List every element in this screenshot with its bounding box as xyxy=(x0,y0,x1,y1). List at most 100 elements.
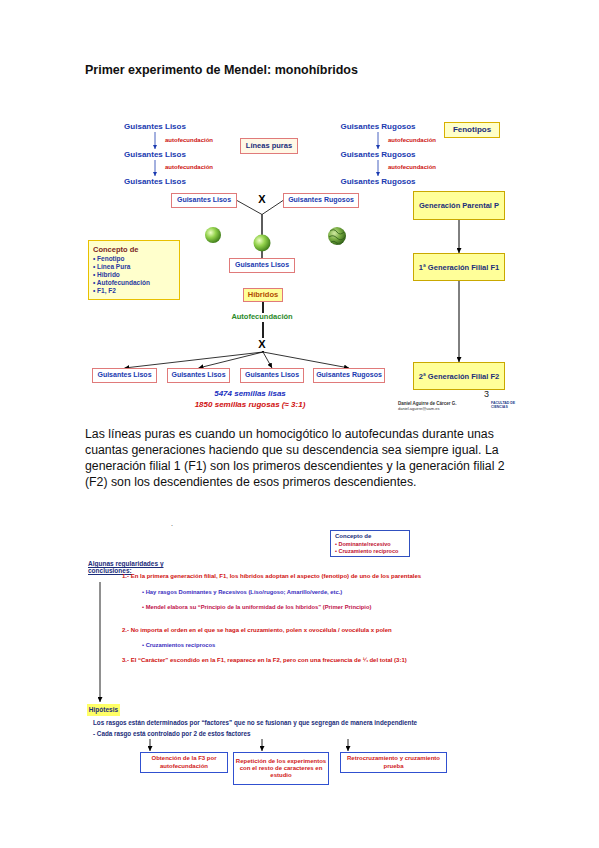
phenotype-label: Guisantes Rugosos xyxy=(328,121,428,132)
concept-box: Concepto de• Fenotipo• Línea Pura• Híbri… xyxy=(88,240,180,300)
phenotype-box: Guisantes Lisos xyxy=(171,193,237,208)
box-text: Guisantes Lisos xyxy=(124,150,186,159)
generation-box: 1ª Generación Filial F1 xyxy=(413,253,505,281)
box-text: Líneas puras xyxy=(246,142,292,151)
box-text: • Autofecundación xyxy=(93,279,150,287)
box-text: Guisantes Lisos xyxy=(124,122,186,131)
count-label: 1850 semillas rugosas (≈ 3:1) xyxy=(170,400,330,409)
connector xyxy=(155,160,156,176)
box-text: 2ª Generación Filial F2 xyxy=(419,372,499,381)
phenotype-box: Guisantes Lisos xyxy=(240,368,304,383)
pointer-arrow xyxy=(150,739,151,751)
box-text: Guisantes Lisos xyxy=(235,261,289,269)
box-text: Hipótesis xyxy=(89,706,118,713)
box-text: Generación Parental P xyxy=(419,201,499,210)
box-text: • Dominante/recesivo xyxy=(335,541,391,548)
pointer-arrow xyxy=(348,739,349,751)
connector xyxy=(263,302,349,368)
connector xyxy=(199,302,264,368)
edge-label: autofecundación xyxy=(388,137,436,143)
conclusion-text: 2.- No importa el orden en el que se hag… xyxy=(122,627,392,634)
box-text: Repetición de los experimentos con el re… xyxy=(235,758,327,780)
connector xyxy=(155,132,156,149)
hypothesis-box: Hipótesis xyxy=(87,704,120,716)
box-text: Guisantes Rugosos xyxy=(288,196,354,204)
conclusion-text: 3.- El “Carácter” escondido en la F1, re… xyxy=(122,657,407,664)
box-text: Obtención de la F3 por autofecundación xyxy=(142,755,226,769)
box-text: • Línea Pura xyxy=(93,263,130,271)
heading-box: Fenotipos xyxy=(444,122,500,138)
hybrid-box: Híbridos xyxy=(243,288,283,302)
edge-label: autofecundación xyxy=(388,164,436,170)
smooth-pea xyxy=(205,227,221,243)
box-text: Guisantes Lisos xyxy=(177,196,231,204)
prediction-box: Repetición de los experimentos con el re… xyxy=(233,752,329,785)
slide-heading: Algunas regularidades y conclusiones: xyxy=(88,560,173,575)
bullet-text: • Cruzamientos recíprocos xyxy=(142,642,215,649)
connector xyxy=(125,302,264,368)
phenotype-label: Guisantes Lisos xyxy=(108,121,202,132)
box-text: Guisantes Rugosos xyxy=(340,122,415,131)
box-text: Retrocruzamiento y cruzamiento prueba xyxy=(342,755,445,769)
wrinkle-lines xyxy=(329,230,345,245)
heading-box: Líneas puras xyxy=(240,138,298,154)
box-text: • F1, F2 xyxy=(93,287,116,295)
phenotype-label: Guisantes Lisos xyxy=(108,149,202,160)
phenotype-box: Guisantes Rugosos xyxy=(313,368,385,383)
wrinkled-pea xyxy=(328,227,346,245)
logo-text: FACULTAD DE CIENCIAS xyxy=(491,401,521,409)
prediction-box: Obtención de la F3 por autofecundación xyxy=(140,752,228,773)
bullet-text: • Hay rasgos Dominantes y Recesivos (Lis… xyxy=(142,589,342,596)
box-text: Guisantes Rugosos xyxy=(340,150,415,159)
connector xyxy=(459,281,460,362)
box-text: • Híbrido xyxy=(93,271,120,279)
box-text: Guisantes Lisos xyxy=(124,177,186,186)
count-label: 5474 semillas lisas xyxy=(170,389,330,398)
stray-mark: . xyxy=(171,520,173,528)
generation-box: 2ª Generación Filial F2 xyxy=(413,362,505,390)
box-text: Guisantes Lisos xyxy=(97,371,151,379)
smooth-pea xyxy=(254,235,271,252)
prediction-box: Retrocruzamiento y cruzamiento prueba xyxy=(340,752,447,773)
connector xyxy=(263,302,272,368)
box-text: • Cruzamiento recíproco xyxy=(335,548,398,555)
process-label: Autofecundación xyxy=(222,313,302,322)
phenotype-label: Guisantes Rugosos xyxy=(328,176,428,187)
box-text: Fenotipos xyxy=(453,125,491,134)
box-text: Guisantes Lisos xyxy=(245,371,299,379)
bullet-text: • Mendel elabora su “Principio de la uni… xyxy=(142,604,371,611)
concept-box: Concepto de• Dominante/recesivo• Cruzami… xyxy=(330,530,410,557)
phenotype-box: Guisantes Rugosos xyxy=(283,193,359,208)
connector xyxy=(378,132,379,149)
connector xyxy=(459,220,460,253)
hypothesis-text: Los rasgos están determinados por “facto… xyxy=(93,719,417,726)
box-text: Híbridos xyxy=(248,291,278,300)
author-label: Daniel Aguirre de Cárcer G. xyxy=(398,401,457,406)
box-text: Guisantes Rugosos xyxy=(340,177,415,186)
phenotype-label: Guisantes Lisos xyxy=(108,176,202,187)
conclusion-text: 1.- En la primera generación filial, F1,… xyxy=(122,573,421,580)
page-title: Primer experimento de Mendel: monohíbrid… xyxy=(85,63,358,77)
generation-box: Generación Parental P xyxy=(413,191,505,220)
bracket-arrow xyxy=(100,582,101,702)
pea-illustrations xyxy=(205,227,346,252)
box-text: Guisantes Rugosos xyxy=(316,371,382,379)
hypothesis-text: - Cada rasgo está controlado por 2 de es… xyxy=(93,730,250,737)
slide-number: 3 xyxy=(484,389,489,399)
author-email: daniel.aguirre@uam.es xyxy=(398,407,439,412)
cross-symbol: X xyxy=(255,338,269,351)
edge-label: autofecundación xyxy=(165,164,213,170)
phenotype-box: Guisantes Lisos xyxy=(167,368,230,383)
box-heading: Concepto de xyxy=(93,245,138,254)
box-text: 1ª Generación Filial F1 xyxy=(419,263,499,272)
phenotype-box: Guisantes Lisos xyxy=(92,368,157,383)
cross-symbol: X xyxy=(256,193,268,206)
edge-label: autofecundación xyxy=(165,137,213,143)
connector xyxy=(378,160,379,176)
phenotype-label: Guisantes Rugosos xyxy=(328,149,428,160)
body-paragraph: Las líneas puras es cuando un homocigóti… xyxy=(85,426,521,490)
phenotype-box: Guisantes Lisos xyxy=(229,258,295,273)
box-text: Guisantes Lisos xyxy=(171,371,225,379)
pointer-arrow xyxy=(262,739,263,751)
